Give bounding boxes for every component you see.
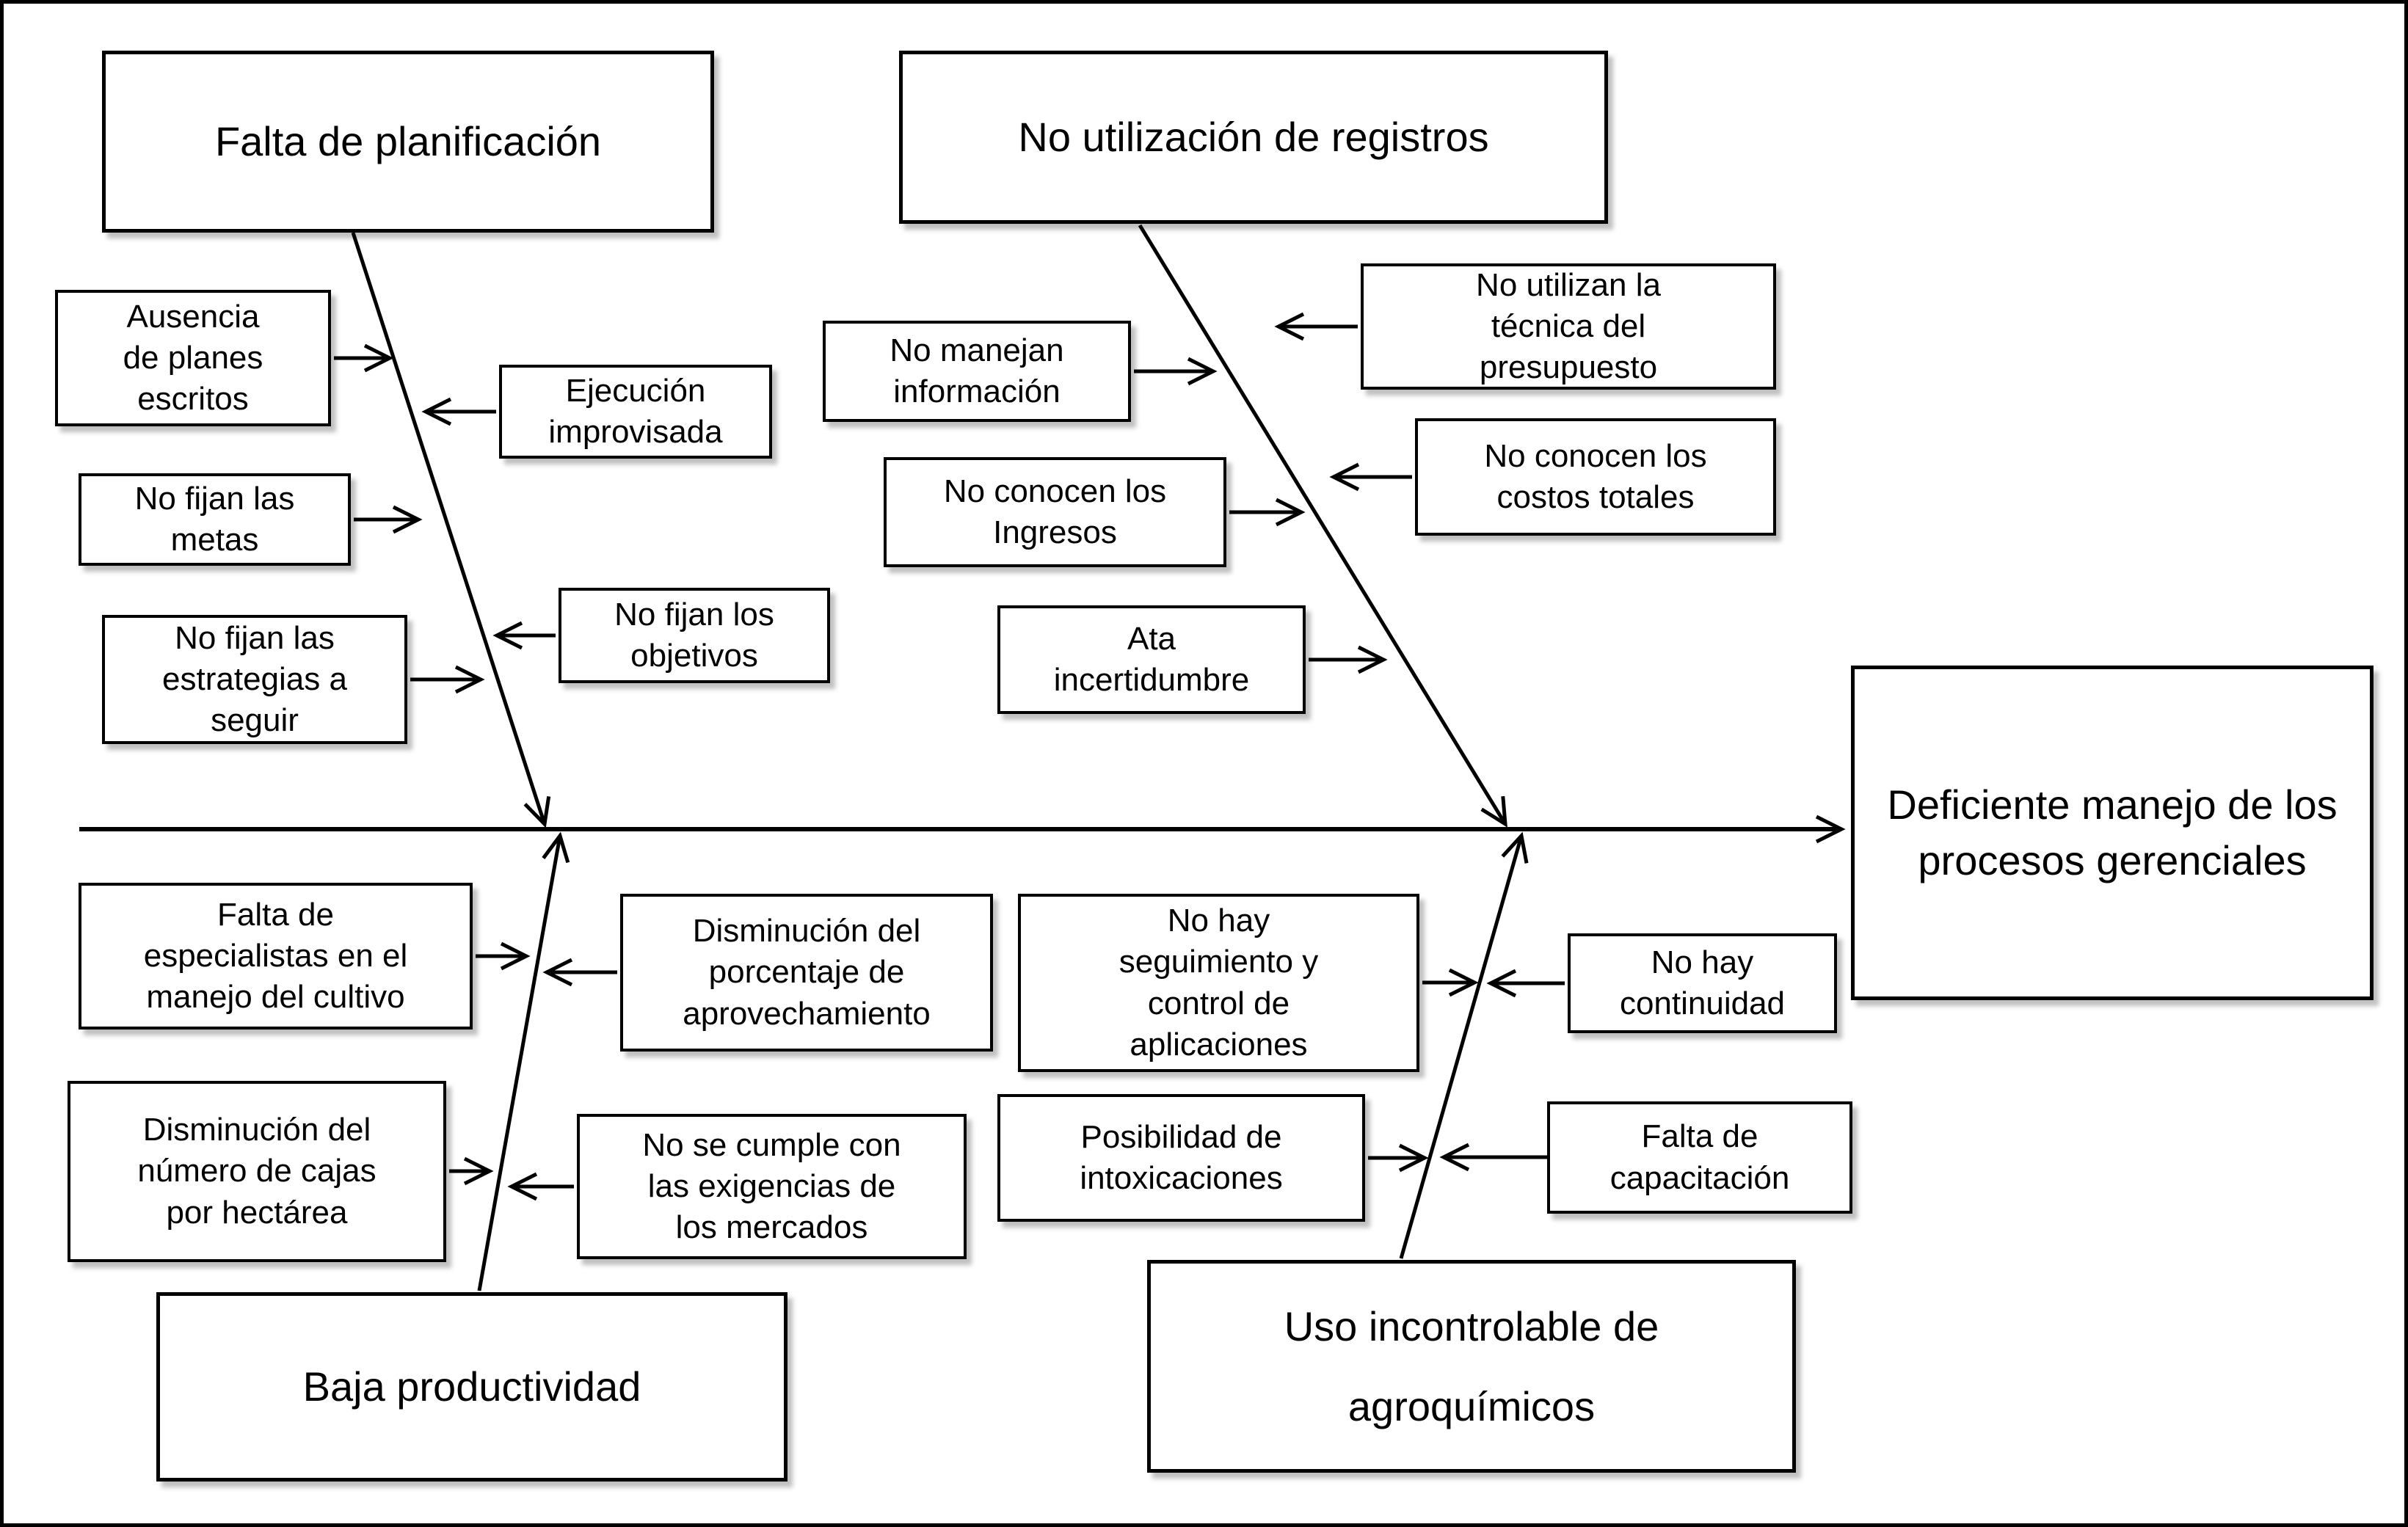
bone-box-uso-agroquimicos: Uso incontrolable de agroquímicos [1147,1260,1796,1473]
cause-box-costos-totales: No conocen los costos totales [1415,418,1776,536]
cause-box-no-manejan-informacion: No manejan información [823,321,1131,422]
bone-box-no-utilizacion-registros: No utilización de registros [899,51,1608,224]
cause-box-ausencia-planes-escritos: Ausencia de planes escritos [55,290,331,426]
bone-line-planning [351,232,551,828]
cause-box-ata-incertidumbre: Ata incertidumbre [997,605,1306,714]
cause-box-no-fijan-metas: No fijan las metas [79,473,351,566]
cause-box-no-hay-continuidad: No hay continuidad [1568,933,1837,1033]
cause-box-no-conocen-ingresos: No conocen los Ingresos [884,457,1226,567]
cause-box-falta-capacitacion: Falta de capacitación [1547,1101,1852,1214]
bone-box-baja-productividad: Baja productividad [156,1292,787,1482]
cause-box-no-fijan-estrategias: No fijan las estrategias a seguir [102,615,407,744]
cause-box-falta-especialistas: Falta de especialistas en el manejo del … [79,883,473,1029]
bone-box-falta-planificacion: Falta de planificación [102,51,714,233]
cause-box-no-fijan-objetivos: No fijan los objetivos [559,588,830,683]
cause-box-disminucion-cajas: Disminución del número de cajas por hect… [68,1081,446,1262]
bone-line-records [1138,224,1507,828]
cause-box-tecnica-presupuesto: No utilizan la técnica del presupuesto [1361,263,1776,390]
bone-line-agrochemicals [1399,831,1529,1259]
effect-box-deficiente-manejo: Deficiente manejo de los procesos gerenc… [1851,666,2374,1000]
cause-box-disminucion-porcentaje: Disminución del porcentaje de aprovecham… [620,894,993,1052]
cause-box-ejecucion-improvisada: Ejecución improvisada [499,365,772,459]
cause-box-no-hay-seguimiento: No hay seguimiento y control de aplicaci… [1018,894,1419,1072]
cause-box-no-cumple-exigencias: No se cumple con las exigencias de los m… [577,1114,967,1259]
cause-box-posibilidad-intoxicaciones: Posibilidad de intoxicaciones [997,1094,1365,1222]
bone-line-productivity [477,831,570,1291]
fishbone-lines [79,224,1846,1291]
